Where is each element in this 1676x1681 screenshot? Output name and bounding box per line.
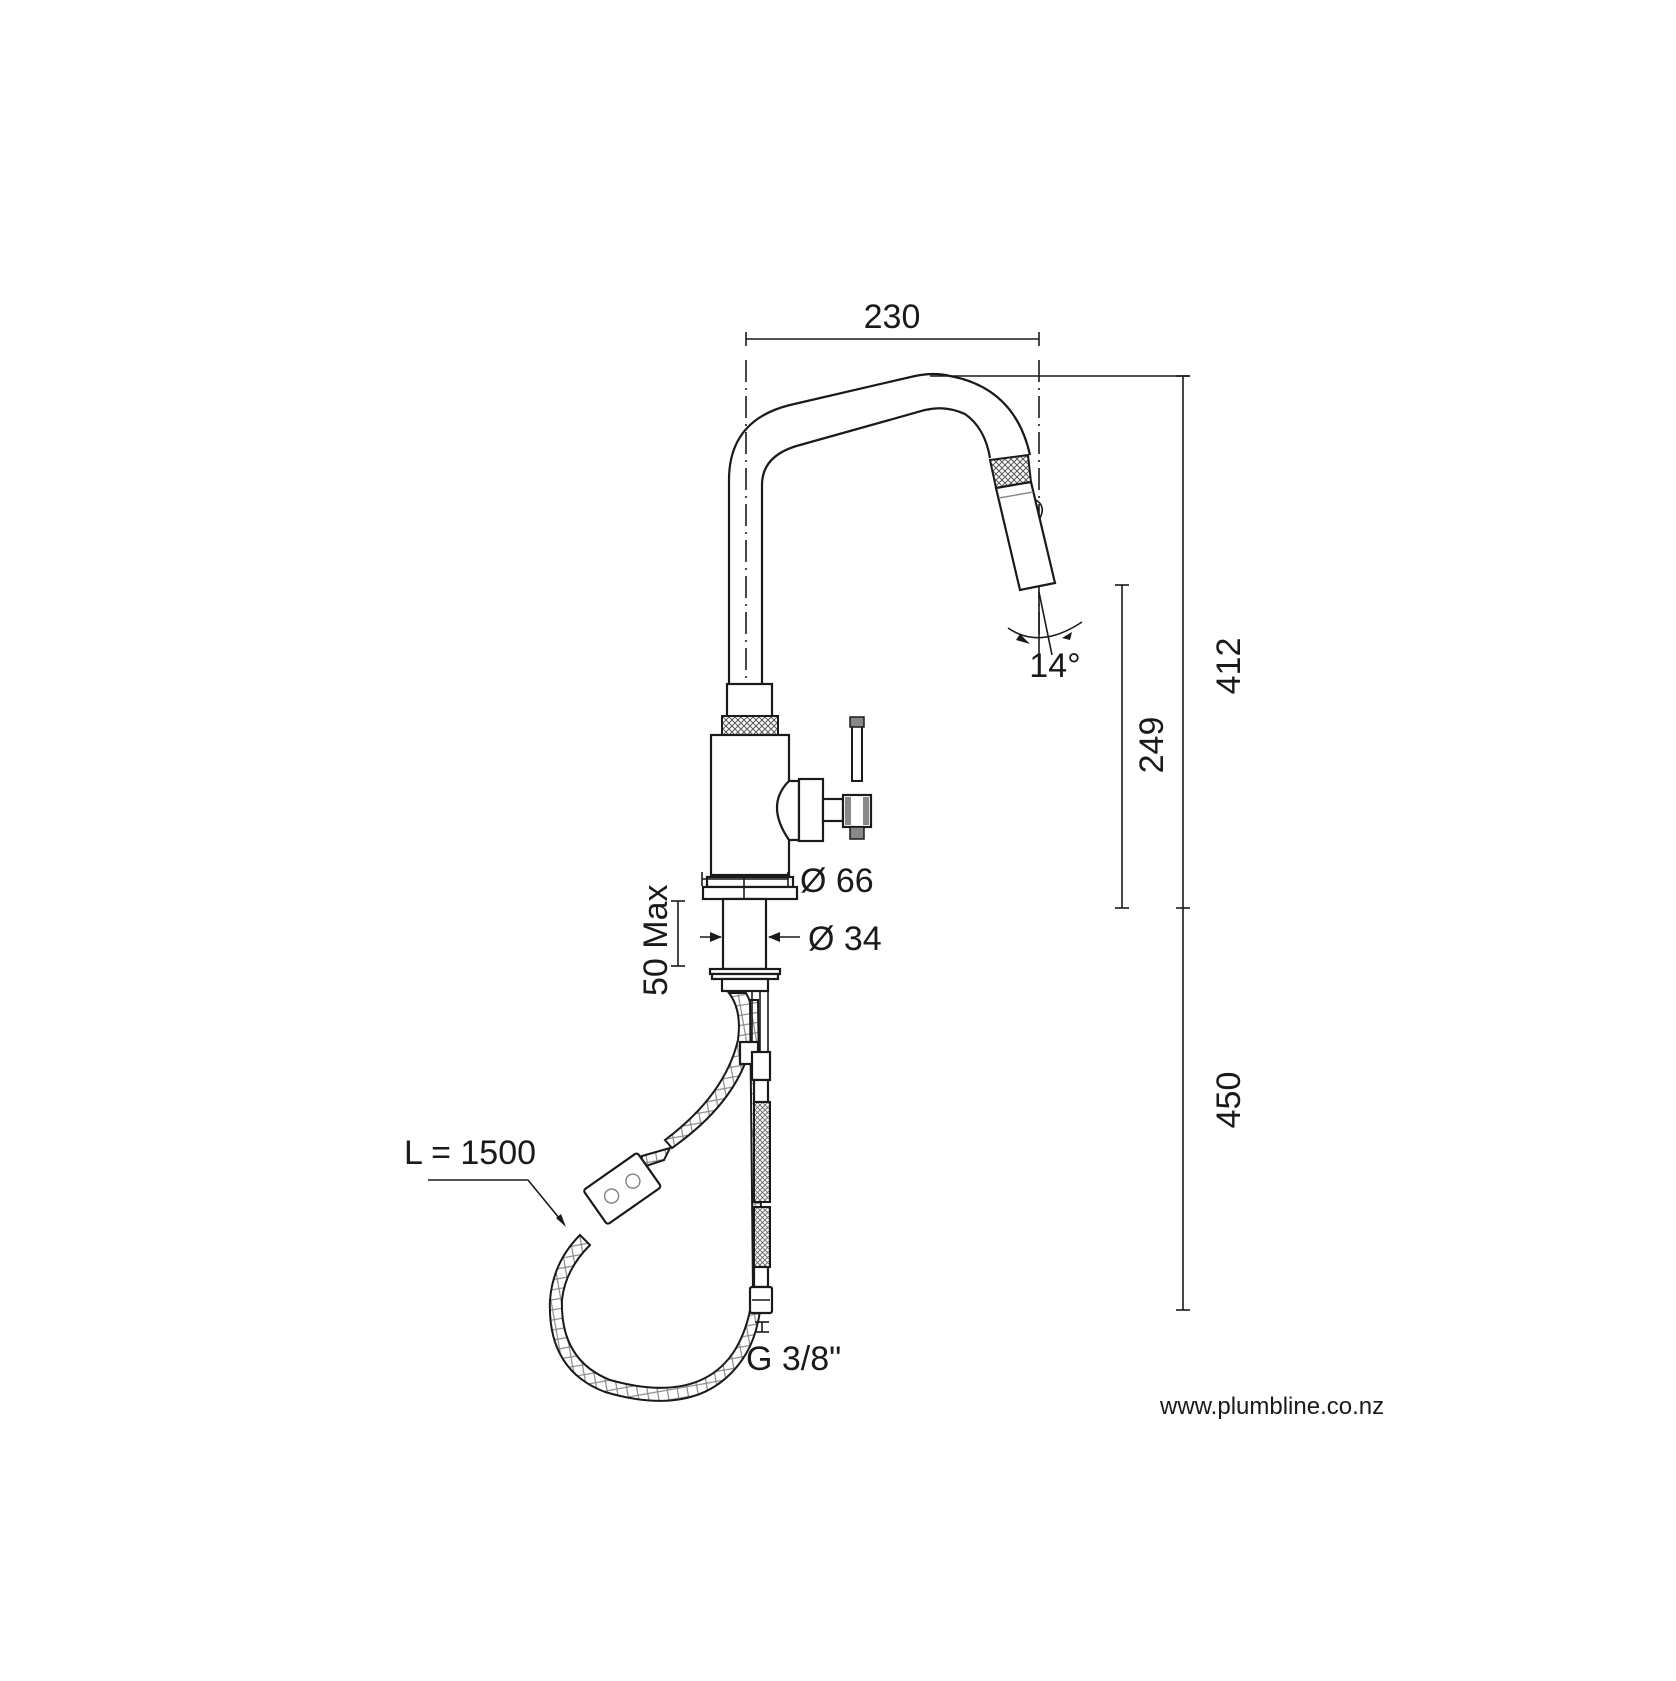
- dim-label-g38: G 3/8": [746, 1340, 841, 1378]
- shank: [708, 897, 782, 993]
- hose-weight: [583, 1152, 662, 1225]
- dim-label-230: 230: [864, 298, 921, 336]
- tap-body: [701, 682, 873, 901]
- braided-hose-upper: [753, 1101, 771, 1203]
- dim-label-14deg: 14°: [1029, 647, 1080, 685]
- dimension-hose-length: L = 1500: [404, 1134, 566, 1227]
- spray-head: [994, 480, 1057, 592]
- dim-label-450: 450: [1210, 1072, 1248, 1129]
- body-knurl-ring: [721, 715, 779, 736]
- dim-label-diameter-34: Ø 34: [808, 920, 882, 958]
- dim-label-249: 249: [1133, 717, 1171, 774]
- dim-label-50max: 50 Max: [637, 885, 675, 997]
- dim-label-l1500: L = 1500: [404, 1134, 536, 1172]
- dim-label-diameter-66: Ø 66: [800, 862, 874, 900]
- spout: [727, 372, 1057, 686]
- dimension-overall-height: 412 450: [1176, 375, 1248, 1311]
- dimension-outlet-height: 249: [1115, 584, 1171, 909]
- website-link[interactable]: www.plumbline.co.nz: [1159, 1393, 1384, 1420]
- dimension-connection-thread: G 3/8": [746, 1321, 841, 1378]
- pull-out-hose: [548, 992, 764, 1402]
- supply-hoses: [738, 991, 774, 1315]
- dim-label-412: 412: [1210, 638, 1248, 695]
- braided-hose-lower: [753, 1206, 771, 1268]
- lever-handle-stem: [851, 722, 863, 782]
- dimension-spout-reach: 230: [745, 298, 1040, 346]
- dimension-deck-thickness: 50 Max: [637, 885, 685, 997]
- dimension-shank-diameter: Ø 34: [700, 920, 882, 958]
- dimension-spray-angle: 14°: [1007, 591, 1083, 685]
- dimension-body-diameter: Ø 66: [701, 862, 874, 900]
